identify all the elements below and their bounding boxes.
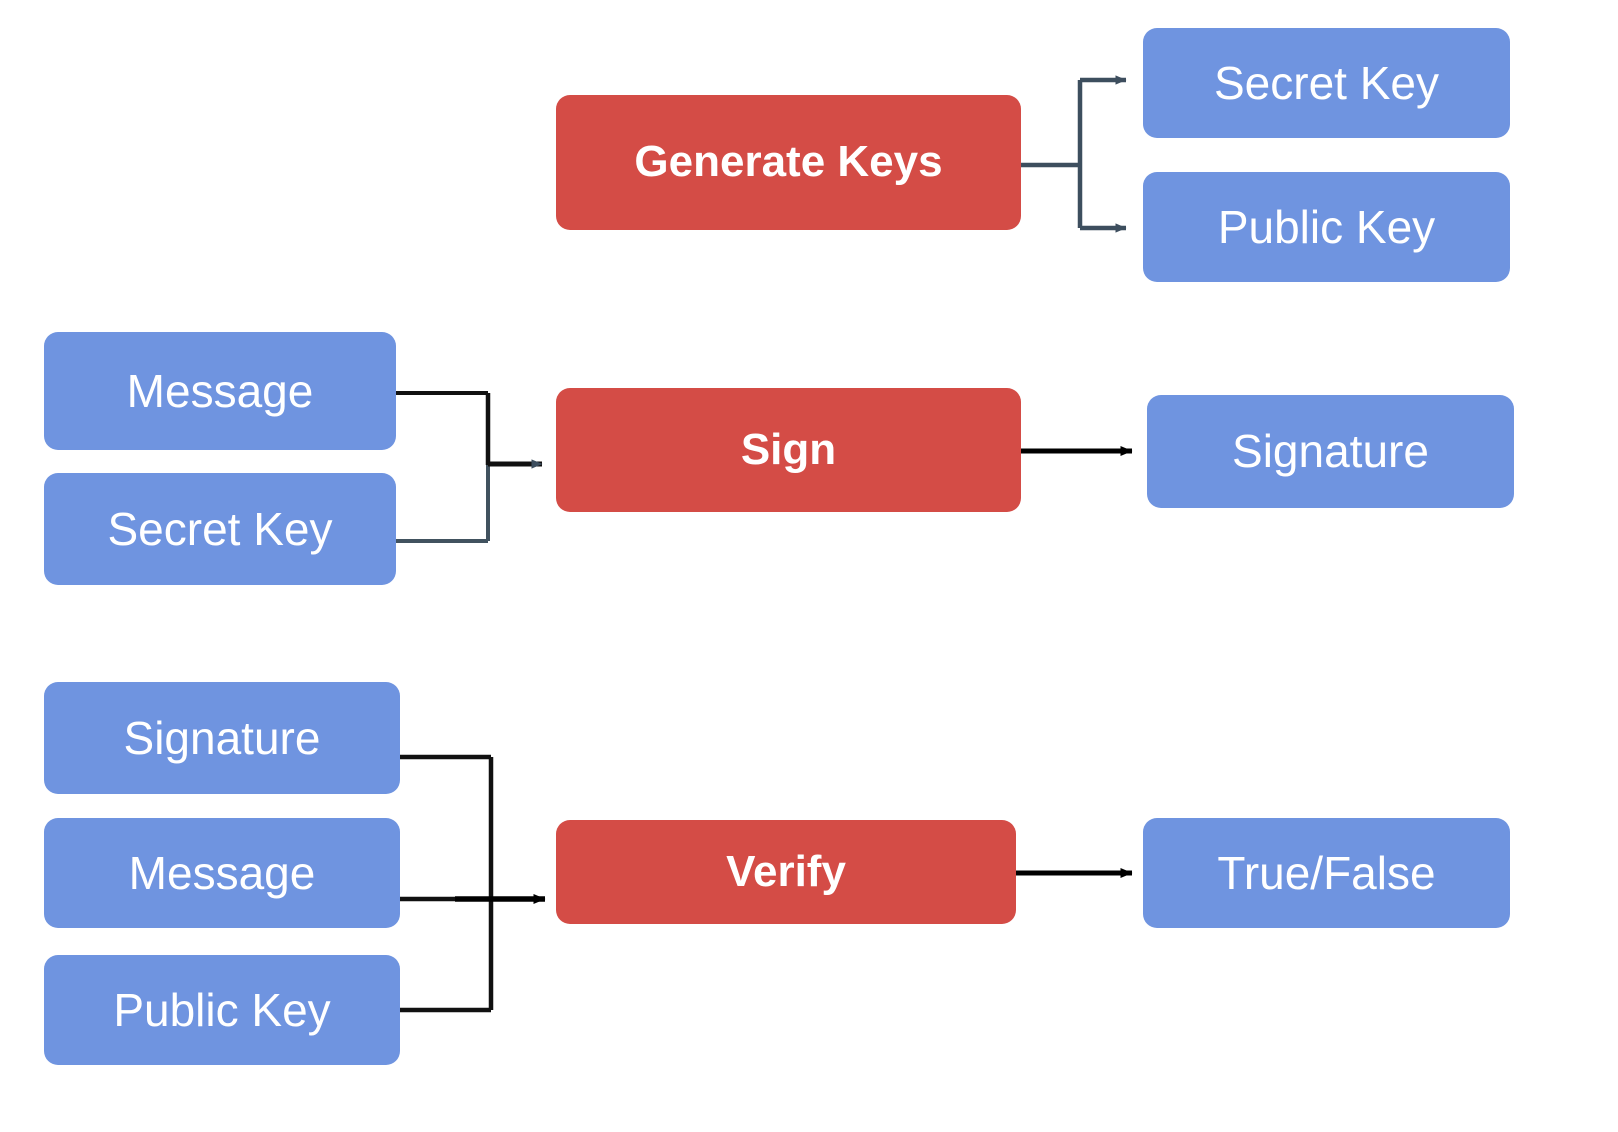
node-generate-keys[interactable]: Generate Keys	[556, 95, 1021, 230]
node-sign-input-message[interactable]: Message	[44, 332, 396, 450]
node-verify-input-signature[interactable]: Signature	[44, 682, 400, 794]
node-verify-input-public-key[interactable]: Public Key	[44, 955, 400, 1065]
node-public-key-output[interactable]: Public Key	[1143, 172, 1510, 282]
node-true-false-output[interactable]: True/False	[1143, 818, 1510, 928]
edge-verify-inputs	[400, 754, 546, 1013]
edge-sign-inputs	[396, 391, 543, 543]
node-secret-key-output[interactable]: Secret Key	[1143, 28, 1510, 138]
node-sign-input-secret-key[interactable]: Secret Key	[44, 473, 396, 585]
node-verify-input-message[interactable]: Message	[44, 818, 400, 928]
edge-generate-keys-branch	[1021, 75, 1127, 233]
node-verify[interactable]: Verify	[556, 820, 1016, 924]
node-sign[interactable]: Sign	[556, 388, 1021, 512]
node-signature-output[interactable]: Signature	[1147, 395, 1514, 508]
